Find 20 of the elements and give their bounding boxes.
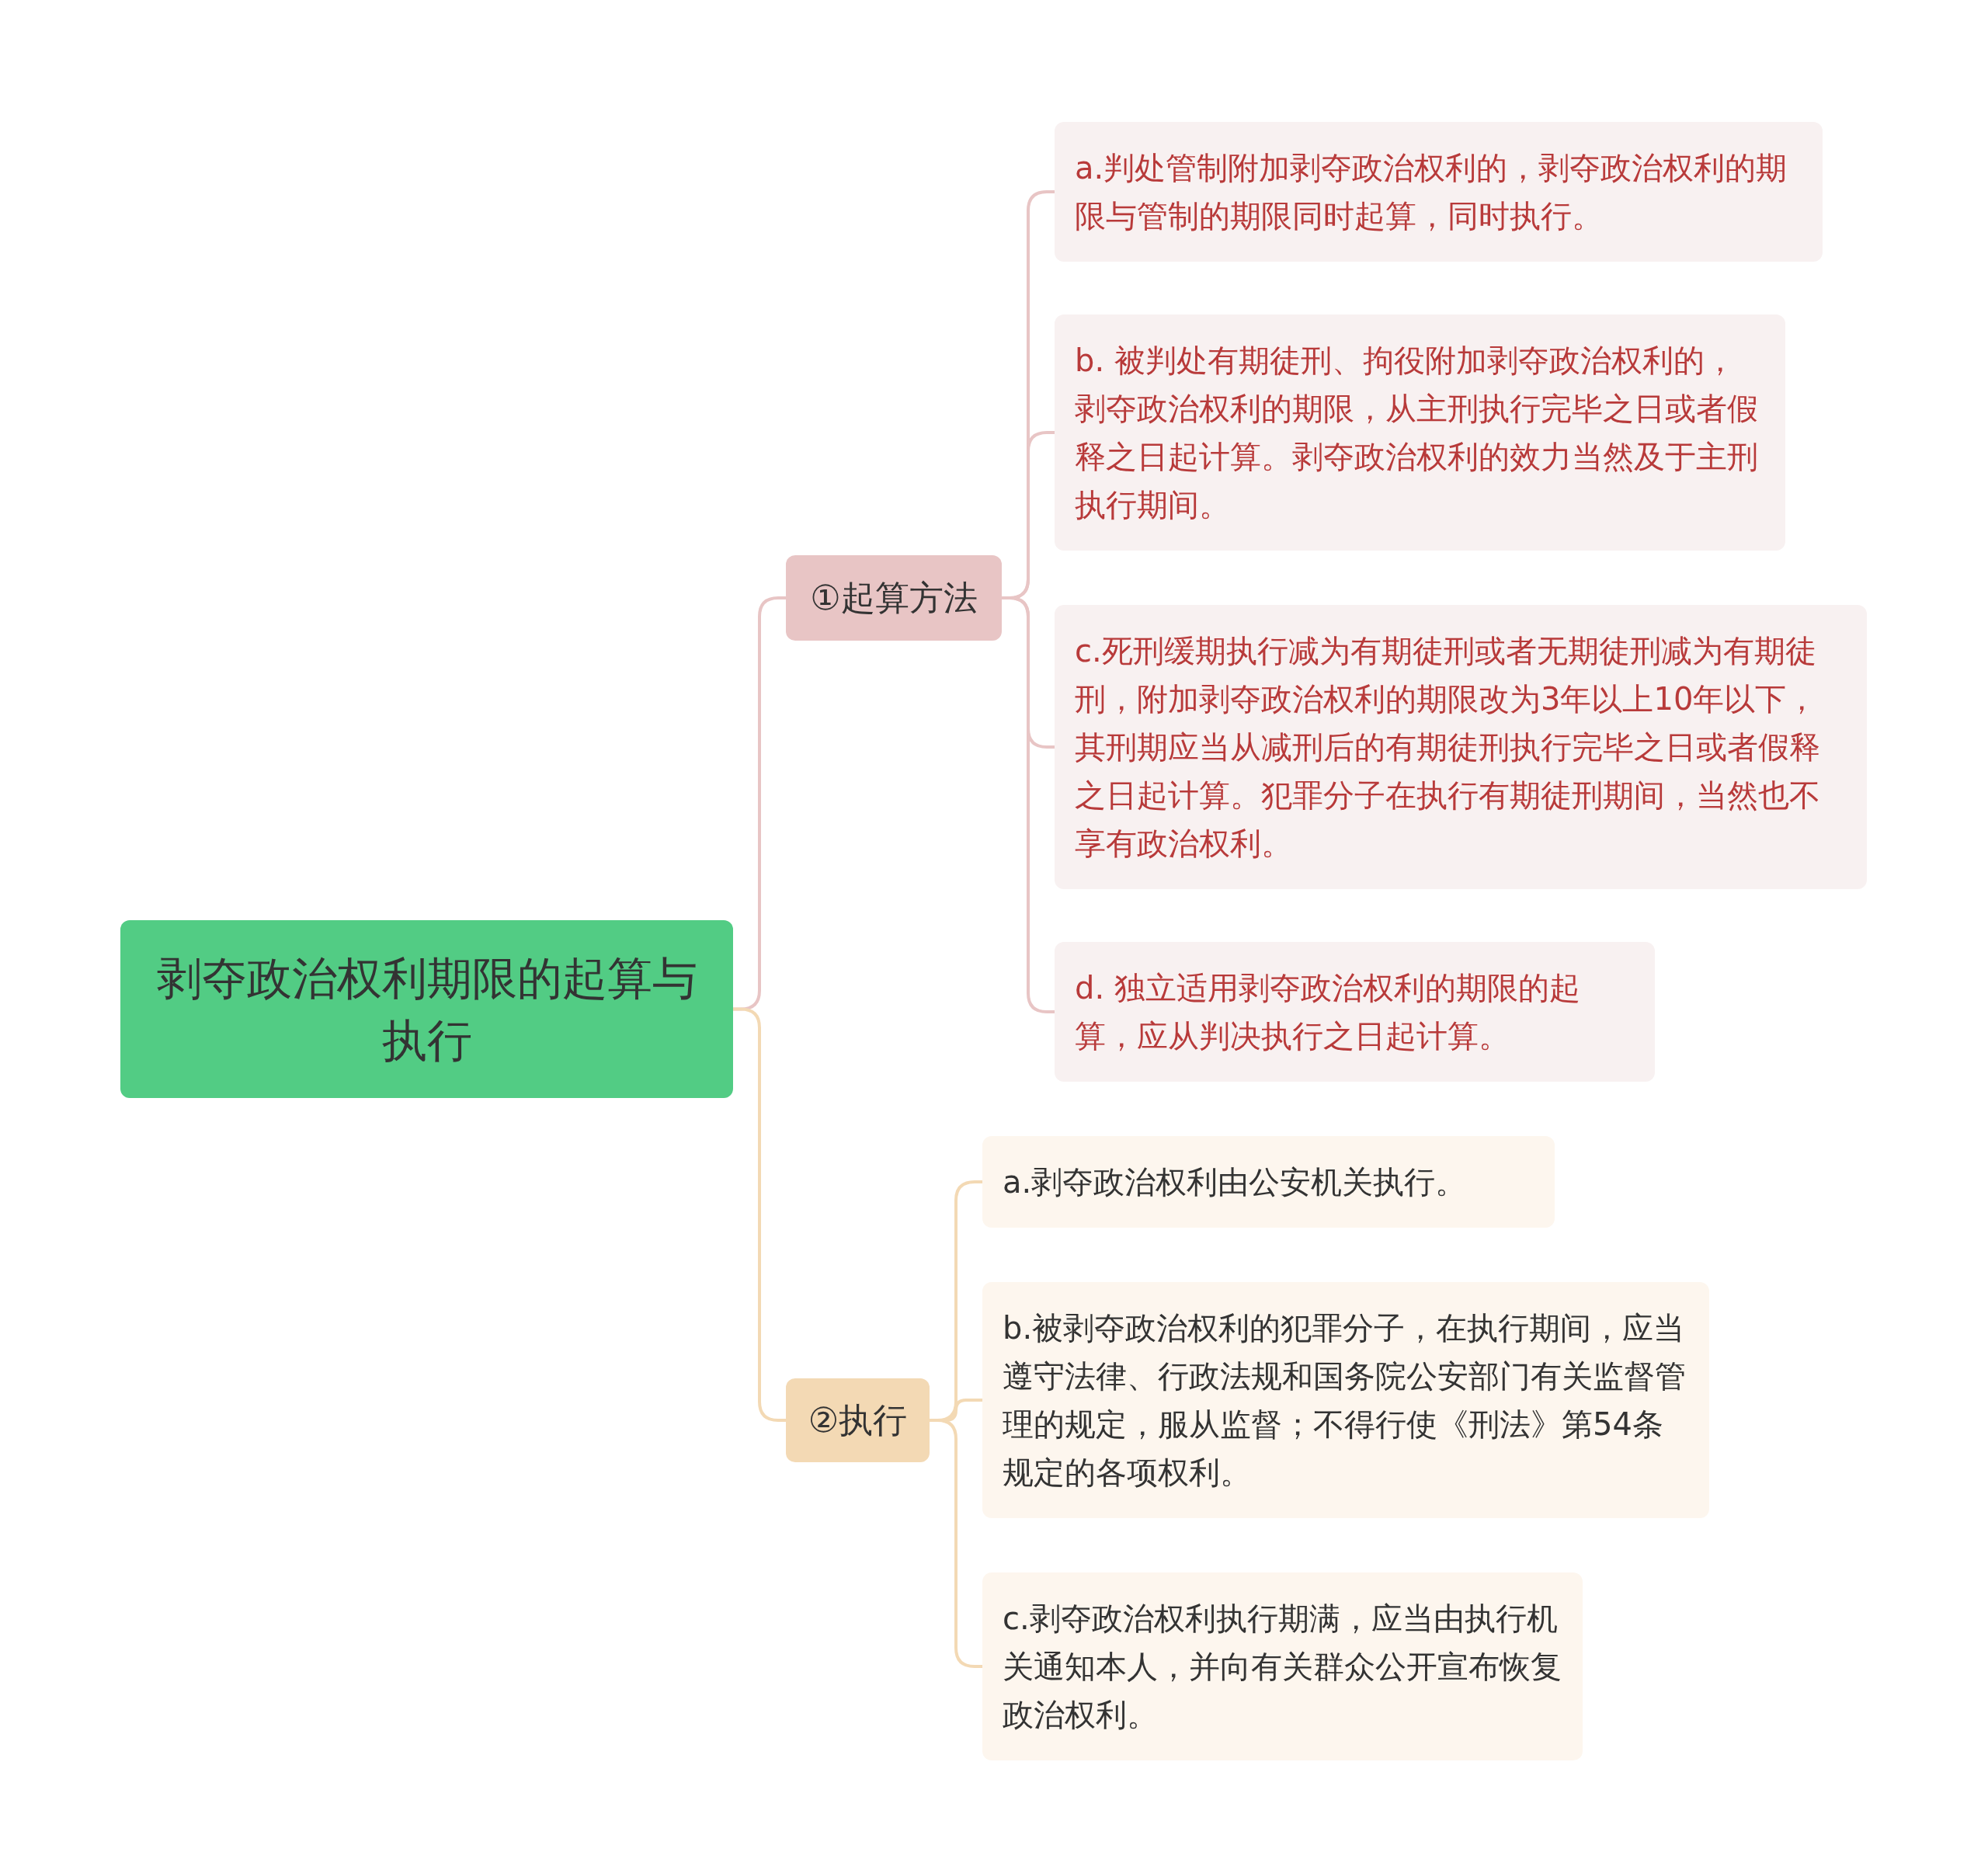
topic-text: ①起算方法 xyxy=(810,577,978,619)
topic-text: c.剥夺政治权利执行期满，应当由执行机关通知本人，并向有关群众公开宣布恢复政治权利。 xyxy=(1003,1600,1562,1734)
topic-text: b.被剥夺政治权利的犯罪分子，在执行期间，应当遵守法律、行政法规和国务院公安部门有关监督管理的规定，服从监督；不得行使《刑法》第54条规定的各项权利。 xyxy=(1003,1309,1687,1492)
leaf-topic-box xyxy=(982,1572,1583,1760)
branch-topic-box xyxy=(786,555,1002,641)
root-topic-box xyxy=(120,920,733,1098)
leaf-topic-box xyxy=(1055,605,1867,889)
topic-text: ②执行 xyxy=(808,1399,908,1441)
branch-topic-box xyxy=(786,1378,930,1462)
topic-text: a.剥夺政治权利由公安机关执行。 xyxy=(1003,1163,1468,1201)
leaf-topic-box xyxy=(1055,314,1785,551)
topic-text: c.死刑缓期执行减为有期徒刑或者无期徒刑减为有期徒刑，附加剥夺政治权利的期限改为3年以上10年以下，其刑期应当从减刑后的有期徒刑执行完毕之日或者假释之日起计算。犯罪分子在执行有期徒刑期间，当然也不享有政治权利。 xyxy=(1075,632,1821,863)
topic-text: 剥夺政治权利期限的起算与执行 xyxy=(155,950,698,1069)
leaf-topic-box xyxy=(1055,942,1655,1082)
leaf-topic-box xyxy=(982,1136,1555,1228)
leaf-topic-box xyxy=(1055,122,1823,262)
topic-text: a.判处管制附加剥夺政治权利的，剥夺政治权利的期限与管制的期限同时起算，同时执行。 xyxy=(1075,149,1788,235)
leaf-topic-box xyxy=(982,1282,1709,1518)
topic-text: d. 独立适用剥夺政治权利的期限的起算，应从判决执行之日起计算。 xyxy=(1075,969,1581,1055)
topic-text: b. 被判处有期徒刑、拘役附加剥夺政治权利的，剥夺政治权利的期限，从主刑执行完毕之日或者假释之日起计算。剥夺政治权利的效力当然及于主刑执行期间。 xyxy=(1075,342,1759,524)
